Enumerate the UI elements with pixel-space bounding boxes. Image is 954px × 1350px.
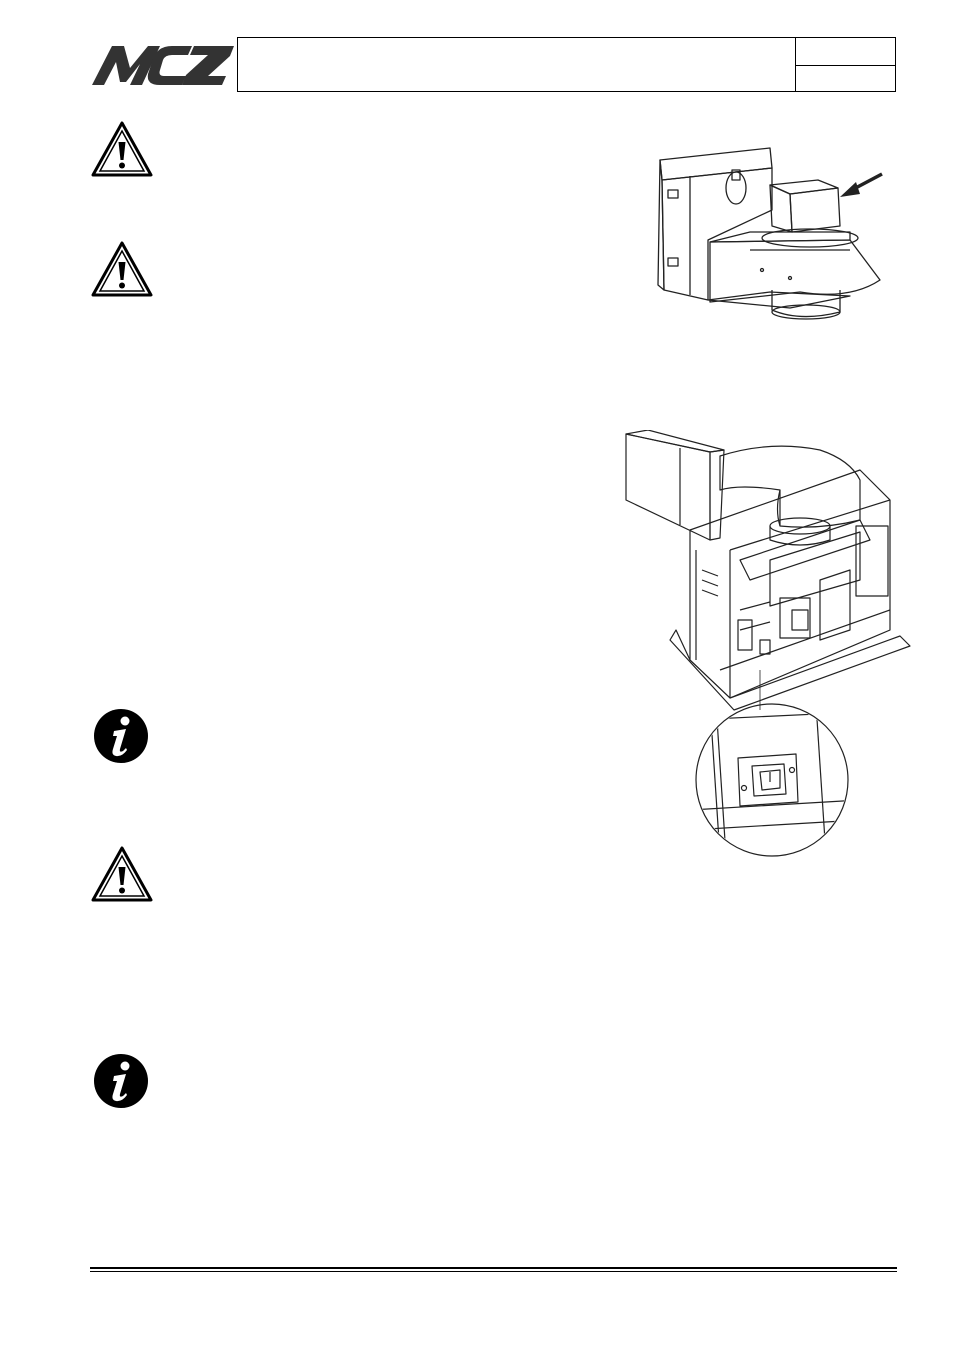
fan-assembly-illustration	[657, 147, 883, 320]
info-icon	[94, 709, 148, 763]
warning-triangle-icon	[91, 241, 153, 297]
warning-triangle-icon	[91, 121, 153, 177]
footer-rule	[90, 1267, 897, 1269]
info-icon	[94, 1054, 148, 1108]
warning-triangle-icon	[91, 846, 153, 902]
stove-rear-illustration	[625, 430, 911, 857]
footer-rule-thin	[90, 1271, 897, 1272]
header-divider	[795, 65, 896, 66]
mcz-logo	[92, 46, 234, 85]
header-code-box	[795, 37, 896, 92]
header-title-box	[237, 37, 896, 92]
